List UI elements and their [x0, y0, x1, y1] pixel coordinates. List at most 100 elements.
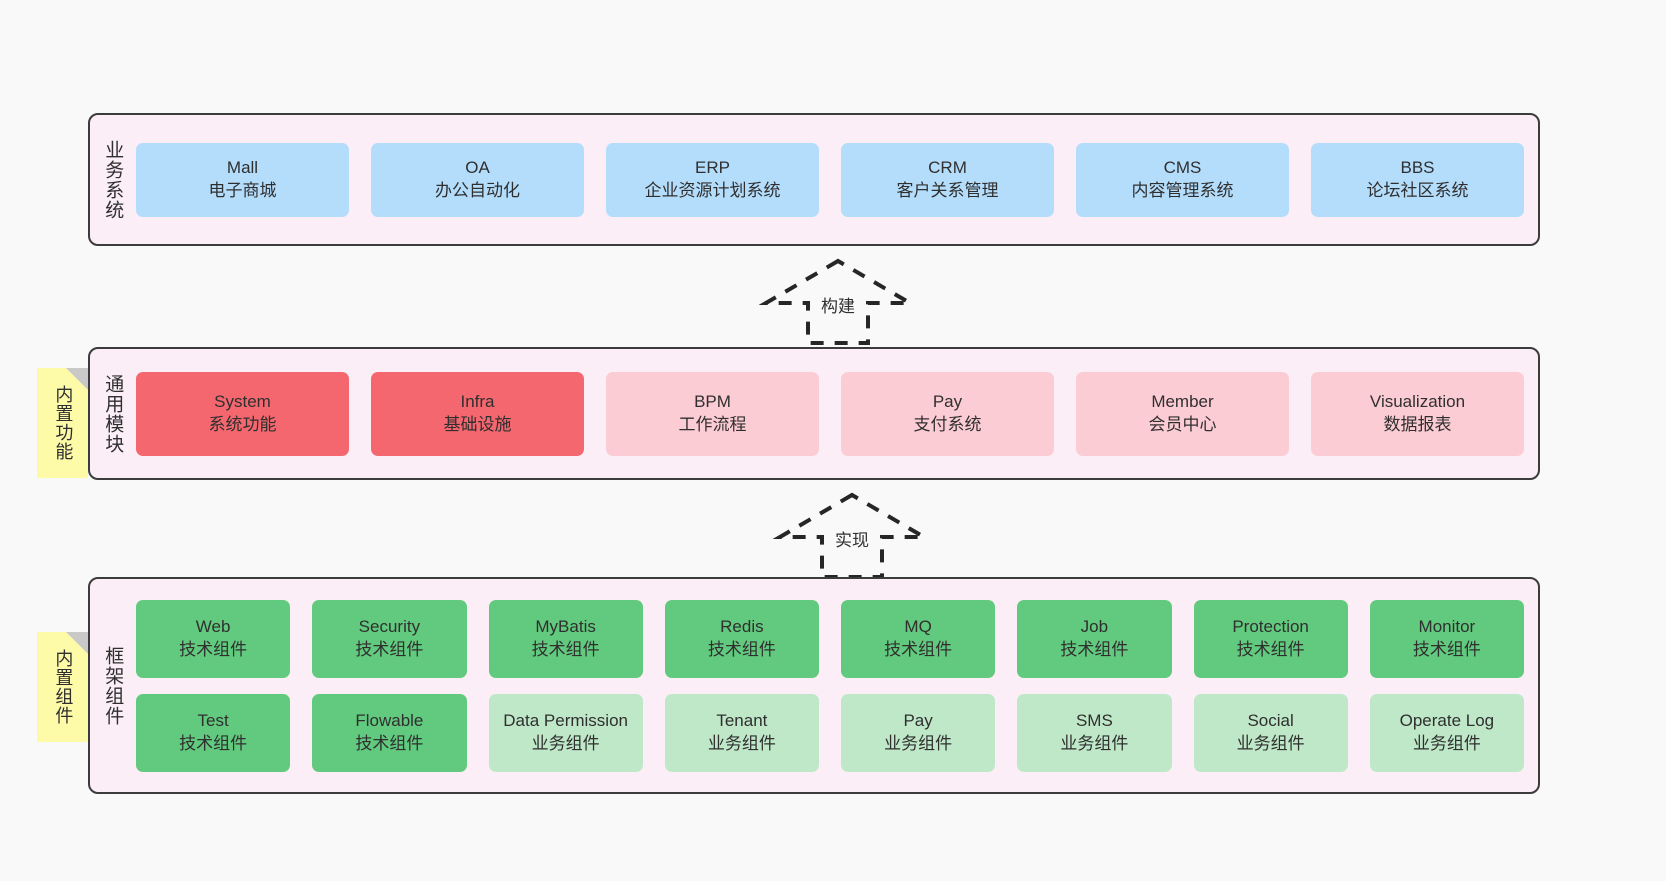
- card-subtitle: 技术组件: [531, 639, 600, 659]
- card-cms[interactable]: CMS 内容管理系统: [1076, 142, 1289, 217]
- connector-label-build: 构建: [821, 297, 855, 316]
- card-test[interactable]: Test 技术组件: [136, 693, 291, 772]
- card-security[interactable]: Security 技术组件: [312, 599, 467, 678]
- card-row: Test 技术组件 Flowable 技术组件 Data Permission …: [136, 693, 1524, 772]
- connector-build: 构建: [748, 255, 928, 347]
- card-subtitle: 业务组件: [884, 733, 953, 753]
- connector-implement: 实现: [762, 489, 942, 581]
- card-subtitle: 工作流程: [678, 414, 747, 434]
- card-web[interactable]: Web 技术组件: [136, 599, 291, 678]
- card-title: Redis: [720, 617, 764, 637]
- card-title: MyBatis: [535, 617, 596, 637]
- card-subtitle: 系统功能: [208, 414, 277, 434]
- card-title: Monitor: [1418, 617, 1476, 637]
- card-subtitle: 技术组件: [179, 639, 248, 659]
- card-subtitle: 业务组件: [1060, 733, 1129, 753]
- card-data-permission[interactable]: Data Permission 业务组件: [488, 693, 643, 772]
- card-subtitle: 支付系统: [913, 414, 982, 434]
- layer-title-common-modules: 通用模块: [102, 373, 124, 454]
- card-mq[interactable]: MQ 技术组件: [841, 599, 996, 678]
- card-subtitle: 会员中心: [1148, 414, 1217, 434]
- card-subtitle: 办公自动化: [435, 180, 520, 200]
- card-subtitle: 技术组件: [355, 733, 424, 753]
- card-job[interactable]: Job 技术组件: [1017, 599, 1172, 678]
- card-subtitle: 技术组件: [1236, 639, 1305, 659]
- card-visualization[interactable]: Visualization 数据报表: [1311, 371, 1524, 456]
- card-title: ERP: [695, 158, 730, 178]
- card-social[interactable]: Social 业务组件: [1193, 693, 1348, 772]
- card-subtitle: 数据报表: [1383, 414, 1452, 434]
- layer-body-business-systems: Mall 电子商城 OA 办公自动化 ERP 企业资源计划系统 CRM 客户关系…: [134, 115, 1538, 244]
- card-sms[interactable]: SMS 业务组件: [1017, 693, 1172, 772]
- layer-business-systems: 业务系统 Mall 电子商城 OA 办公自动化 ERP 企业资源计划系统 CRM…: [88, 113, 1540, 246]
- card-oa[interactable]: OA 办公自动化: [371, 142, 584, 217]
- card-subtitle: 技术组件: [707, 639, 776, 659]
- card-subtitle: 电子商城: [208, 180, 277, 200]
- card-infra[interactable]: Infra 基础设施: [371, 371, 584, 456]
- card-pay[interactable]: Pay 支付系统: [841, 371, 1054, 456]
- card-redis[interactable]: Redis 技术组件: [664, 599, 819, 678]
- card-mall[interactable]: Mall 电子商城: [136, 142, 349, 217]
- card-subtitle: 业务组件: [707, 733, 776, 753]
- card-subtitle: 业务组件: [1236, 733, 1305, 753]
- card-title: Mall: [226, 158, 259, 178]
- card-title: Member: [1151, 392, 1214, 412]
- card-bpm[interactable]: BPM 工作流程: [606, 371, 819, 456]
- card-title: Protection: [1232, 617, 1309, 637]
- card-title: Pay: [903, 711, 933, 731]
- card-monitor[interactable]: Monitor 技术组件: [1369, 599, 1524, 678]
- card-title: Test: [197, 711, 229, 731]
- sticky-note-label: 内置组件: [53, 649, 74, 725]
- card-erp[interactable]: ERP 企业资源计划系统: [606, 142, 819, 217]
- card-pay-biz[interactable]: Pay 业务组件: [841, 693, 996, 772]
- card-bbs[interactable]: BBS 论坛社区系统: [1311, 142, 1524, 217]
- card-subtitle: 业务组件: [1412, 733, 1481, 753]
- card-title: Pay: [932, 392, 963, 412]
- connector-label-implement: 实现: [835, 531, 869, 550]
- card-subtitle: 技术组件: [1060, 639, 1129, 659]
- card-subtitle: 技术组件: [1412, 639, 1481, 659]
- card-row: Mall 电子商城 OA 办公自动化 ERP 企业资源计划系统 CRM 客户关系…: [136, 142, 1524, 217]
- sticky-note-builtin-component: 内置组件: [37, 632, 88, 742]
- card-title: Security: [358, 617, 421, 637]
- card-title: OA: [465, 158, 490, 178]
- sticky-note-label: 内置功能: [53, 385, 74, 461]
- card-subtitle: 内容管理系统: [1131, 180, 1234, 200]
- card-title: CRM: [928, 158, 967, 178]
- layer-title-framework-components: 框架组件: [102, 645, 124, 726]
- card-title: Operate Log: [1399, 711, 1495, 731]
- card-protection[interactable]: Protection 技术组件: [1193, 599, 1348, 678]
- layer-body-common-modules: System 系统功能 Infra 基础设施 BPM 工作流程 Pay 支付系统…: [134, 349, 1538, 478]
- layer-framework-components: 框架组件 Web 技术组件 Security 技术组件 MyBatis 技术组件…: [88, 577, 1540, 794]
- dashed-generalization-arrow-icon: [758, 258, 918, 345]
- card-system[interactable]: System 系统功能: [136, 371, 349, 456]
- card-member[interactable]: Member 会员中心: [1076, 371, 1289, 456]
- card-flowable[interactable]: Flowable 技术组件: [312, 693, 467, 772]
- card-row: System 系统功能 Infra 基础设施 BPM 工作流程 Pay 支付系统…: [136, 371, 1524, 456]
- card-subtitle: 技术组件: [355, 639, 424, 659]
- layer-body-framework-components: Web 技术组件 Security 技术组件 MyBatis 技术组件 Redi…: [134, 579, 1538, 792]
- card-subtitle: 论坛社区系统: [1366, 180, 1469, 200]
- layer-title-business-systems: 业务系统: [102, 139, 124, 220]
- layer-common-modules: 通用模块 System 系统功能 Infra 基础设施 BPM 工作流程 Pay…: [88, 347, 1540, 480]
- card-title: Job: [1080, 617, 1109, 637]
- card-tenant[interactable]: Tenant 业务组件: [664, 693, 819, 772]
- card-crm[interactable]: CRM 客户关系管理: [841, 142, 1054, 217]
- card-title: Flowable: [355, 711, 424, 731]
- card-title: Visualization: [1369, 392, 1466, 412]
- card-title: BBS: [1400, 158, 1435, 178]
- card-row: Web 技术组件 Security 技术组件 MyBatis 技术组件 Redi…: [136, 599, 1524, 678]
- card-title: Social: [1247, 711, 1294, 731]
- card-title: Data Permission: [503, 711, 628, 731]
- card-title: Infra: [460, 392, 495, 412]
- sticky-note-builtin-function: 内置功能: [37, 368, 88, 478]
- card-title: MQ: [904, 617, 932, 637]
- card-title: Tenant: [716, 711, 768, 731]
- card-subtitle: 客户关系管理: [896, 180, 999, 200]
- card-mybatis[interactable]: MyBatis 技术组件: [488, 599, 643, 678]
- card-subtitle: 企业资源计划系统: [644, 180, 781, 200]
- card-operate-log[interactable]: Operate Log 业务组件: [1369, 693, 1524, 772]
- card-title: SMS: [1075, 711, 1113, 731]
- card-title: BPM: [694, 392, 731, 412]
